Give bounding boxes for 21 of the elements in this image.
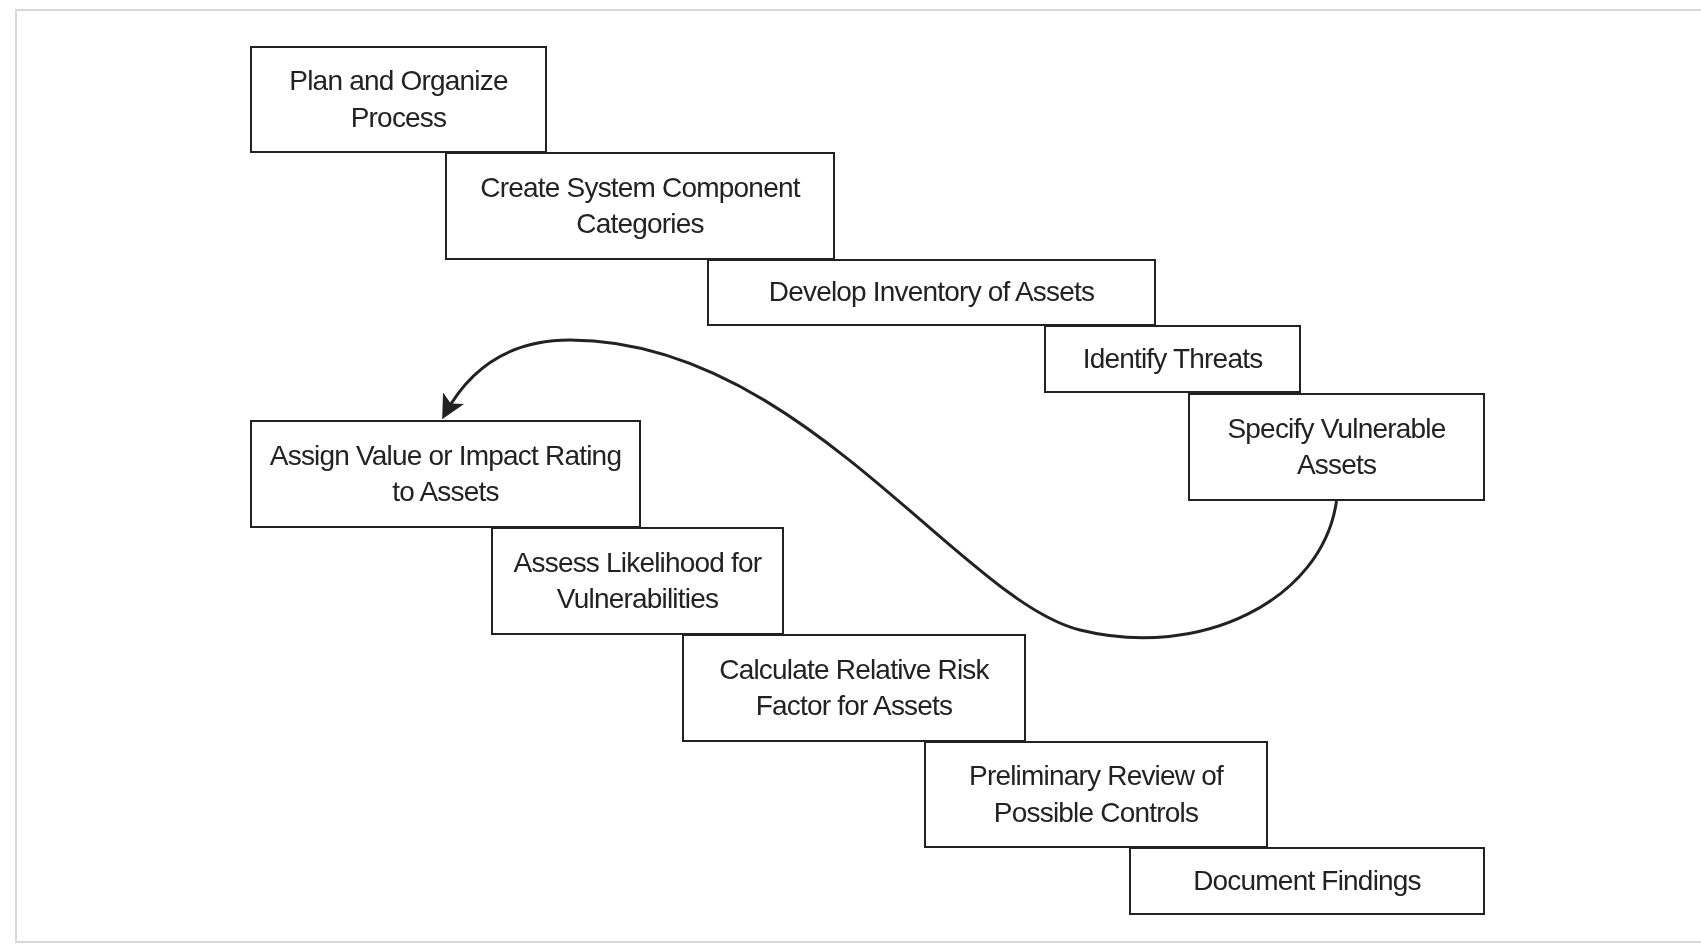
process-box	[445, 152, 835, 260]
step-label: Develop Inventory of Assets	[768, 275, 1095, 310]
step-label: Assess Likelihood for Vulnerabilities	[512, 545, 763, 616]
process-box	[250, 46, 547, 153]
process-box	[1129, 847, 1485, 915]
process-box	[1044, 325, 1301, 393]
step-label: Preliminary Review of Possible Controls	[968, 759, 1225, 830]
step-label: Identify Threats	[1082, 341, 1263, 376]
process-box	[707, 259, 1156, 326]
step-label: Plan and Organize Process	[288, 64, 509, 135]
step-label: Assign Value or Impact Rating to Assets	[268, 438, 623, 509]
curved-arrow	[441, 338, 1338, 640]
process-box	[491, 527, 784, 635]
step-label: Create System Component Categories	[479, 170, 802, 241]
step-label: Document Findings	[1193, 863, 1421, 898]
step-label: Specify Vulnerable Assets	[1226, 411, 1447, 482]
process-box	[924, 741, 1268, 848]
process-box	[682, 634, 1026, 742]
process-box	[250, 420, 641, 528]
process-box	[1188, 393, 1485, 501]
step-label: Calculate Relative Risk Factor for Assets	[718, 652, 991, 723]
